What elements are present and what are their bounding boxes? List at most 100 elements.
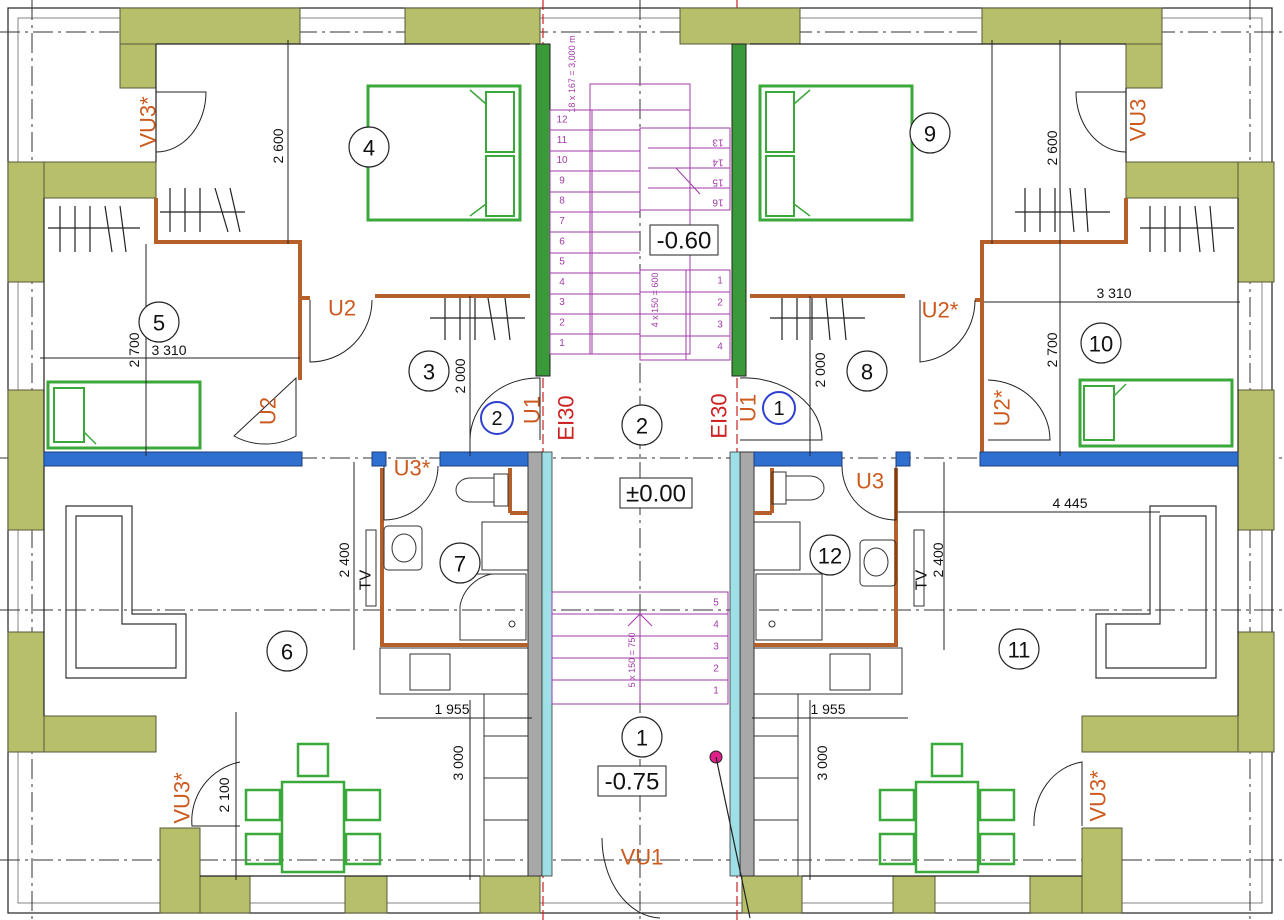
- room-number-4: 4: [363, 136, 375, 161]
- tv-stand-left: [365, 529, 377, 607]
- stair-note-lower: 5 x 150 = 750: [627, 633, 637, 688]
- level-box-top: [649, 224, 719, 256]
- dim-3000-right: 3 000: [814, 745, 830, 780]
- window-sills: [43, 451, 1239, 467]
- stair-step-number: 12: [556, 115, 568, 126]
- level-box-bottom: [597, 765, 667, 797]
- dim-2000-left: 2 000: [452, 358, 468, 393]
- room-number-1: 1: [636, 726, 648, 751]
- stair-step-number: 3: [559, 297, 565, 308]
- insulation-right: [729, 451, 741, 877]
- bathroom-left-fixtures: [383, 473, 529, 641]
- tv-label-left: TV: [358, 569, 375, 590]
- dim-2000-right: 2 000: [812, 352, 828, 387]
- stair-upper-flight: [549, 83, 731, 361]
- stair-step-number: 13: [712, 137, 724, 148]
- dim-2400-left: 2 400: [336, 542, 352, 577]
- tv-stand-right: [913, 529, 925, 607]
- door-label-u2-star-vertical-right: U2*: [990, 389, 1015, 426]
- door-label-u3-star: U3*: [394, 456, 431, 481]
- masonry-walls: [7, 7, 1275, 914]
- room-number-8: 8: [861, 360, 873, 385]
- level-bottom: -0.75: [605, 769, 660, 796]
- grey-wall-left: [527, 451, 543, 877]
- grey-wall-right: [739, 451, 755, 877]
- dim-3310-left: 3 310: [151, 342, 186, 358]
- stair-step-number: 4: [713, 620, 719, 631]
- door-label-u2-vertical-left: U2: [256, 397, 281, 425]
- room-number-6: 6: [281, 640, 293, 665]
- single-bed-right: [1078, 378, 1234, 448]
- stair-step-number: 2: [717, 298, 723, 309]
- room-number-3: 3: [423, 360, 435, 385]
- stair-step-number: 3: [717, 320, 723, 331]
- door-label-vu3-star-bottom-right: VU3*: [1086, 770, 1111, 822]
- room-number-12: 12: [818, 544, 842, 569]
- fire-rating-left: EI30: [554, 395, 579, 440]
- door-label-u1-left: U1: [520, 396, 545, 424]
- dim-2400-right: 2 400: [930, 542, 946, 577]
- door-label-vu3-top-right: VU3: [1126, 99, 1151, 142]
- dimension-lines: [40, 40, 1240, 880]
- stair-step-number: 14: [712, 157, 724, 168]
- double-bed-left: [366, 84, 522, 222]
- kitchen-left: [379, 647, 529, 877]
- window-number-1: 1: [773, 398, 784, 420]
- stair-step-number: 3: [713, 642, 719, 653]
- room-number-9: 9: [924, 122, 936, 147]
- dining-left: [244, 742, 382, 874]
- bathroom-right-fixtures: [753, 471, 897, 641]
- partitions: [154, 198, 1128, 647]
- stair-step-number: 1: [713, 686, 719, 697]
- stair-step-number: 1: [717, 276, 723, 287]
- dim-3000-left: 3 000: [450, 745, 466, 780]
- stair-step-number: 7: [559, 216, 565, 227]
- stair-step-number: 5: [559, 257, 565, 268]
- wardrobe-hatches: [48, 187, 1234, 341]
- sofa-left: [65, 505, 187, 679]
- dim-1955-left: 1 955: [434, 701, 469, 717]
- door-label-u2-star-upper-right: U2*: [922, 298, 959, 323]
- room-number-11: 11: [1008, 638, 1031, 663]
- stair-step-number: 8: [559, 196, 565, 207]
- door-label-u1-right: U1: [736, 394, 761, 422]
- door-label-vu3-star-bottom-left: VU3*: [170, 772, 195, 824]
- kitchen-right: [753, 647, 903, 877]
- double-bed-right: [758, 84, 914, 222]
- door-swings: [155, 91, 1127, 919]
- sofa-right: [1095, 505, 1217, 679]
- stair-step-number: 15: [712, 177, 724, 188]
- stair-step-number: 1: [559, 338, 565, 349]
- stair-note-mid: 4 x 150 = 600: [650, 273, 660, 328]
- dim-2600-right: 2 600: [1044, 130, 1060, 165]
- window-marker-2: [480, 401, 514, 435]
- level-top: -0.60: [657, 228, 712, 255]
- insulation-left: [541, 451, 553, 877]
- door-label-vu1: VU1: [621, 845, 664, 870]
- green-wall-right: [731, 43, 747, 377]
- position-arrow: [715, 756, 751, 919]
- fire-rating-right: EI30: [707, 393, 732, 438]
- single-bed-left: [46, 380, 202, 450]
- stair-step-number: 6: [559, 236, 565, 247]
- dim-2700-right: 2 700: [1044, 332, 1060, 367]
- door-label-u2-upper-left: U2: [328, 296, 356, 321]
- door-label-u3: U3: [856, 469, 884, 494]
- dim-2100: 2 100: [216, 777, 232, 812]
- room-number-2: 2: [636, 414, 648, 439]
- window-marker-1: [762, 391, 796, 425]
- green-wall-left: [535, 43, 551, 377]
- dim-2700-left: 2 700: [126, 332, 142, 367]
- stair-step-number: 16: [712, 197, 724, 208]
- room-number-5: 5: [153, 311, 165, 336]
- level-box-middle: [619, 477, 693, 509]
- stair-step-number: 10: [556, 155, 568, 166]
- stair-step-number: 4: [717, 342, 723, 353]
- window-number-2: 2: [491, 408, 502, 430]
- stair-note-upper: 18 x 167 = 3,000 m: [567, 35, 577, 112]
- room-circles: [138, 112, 1122, 758]
- door-label-vu3-star-top-left: VU3*: [136, 96, 161, 148]
- dim-4445: 4 445: [1052, 495, 1087, 511]
- stair-step-number: 4: [559, 277, 565, 288]
